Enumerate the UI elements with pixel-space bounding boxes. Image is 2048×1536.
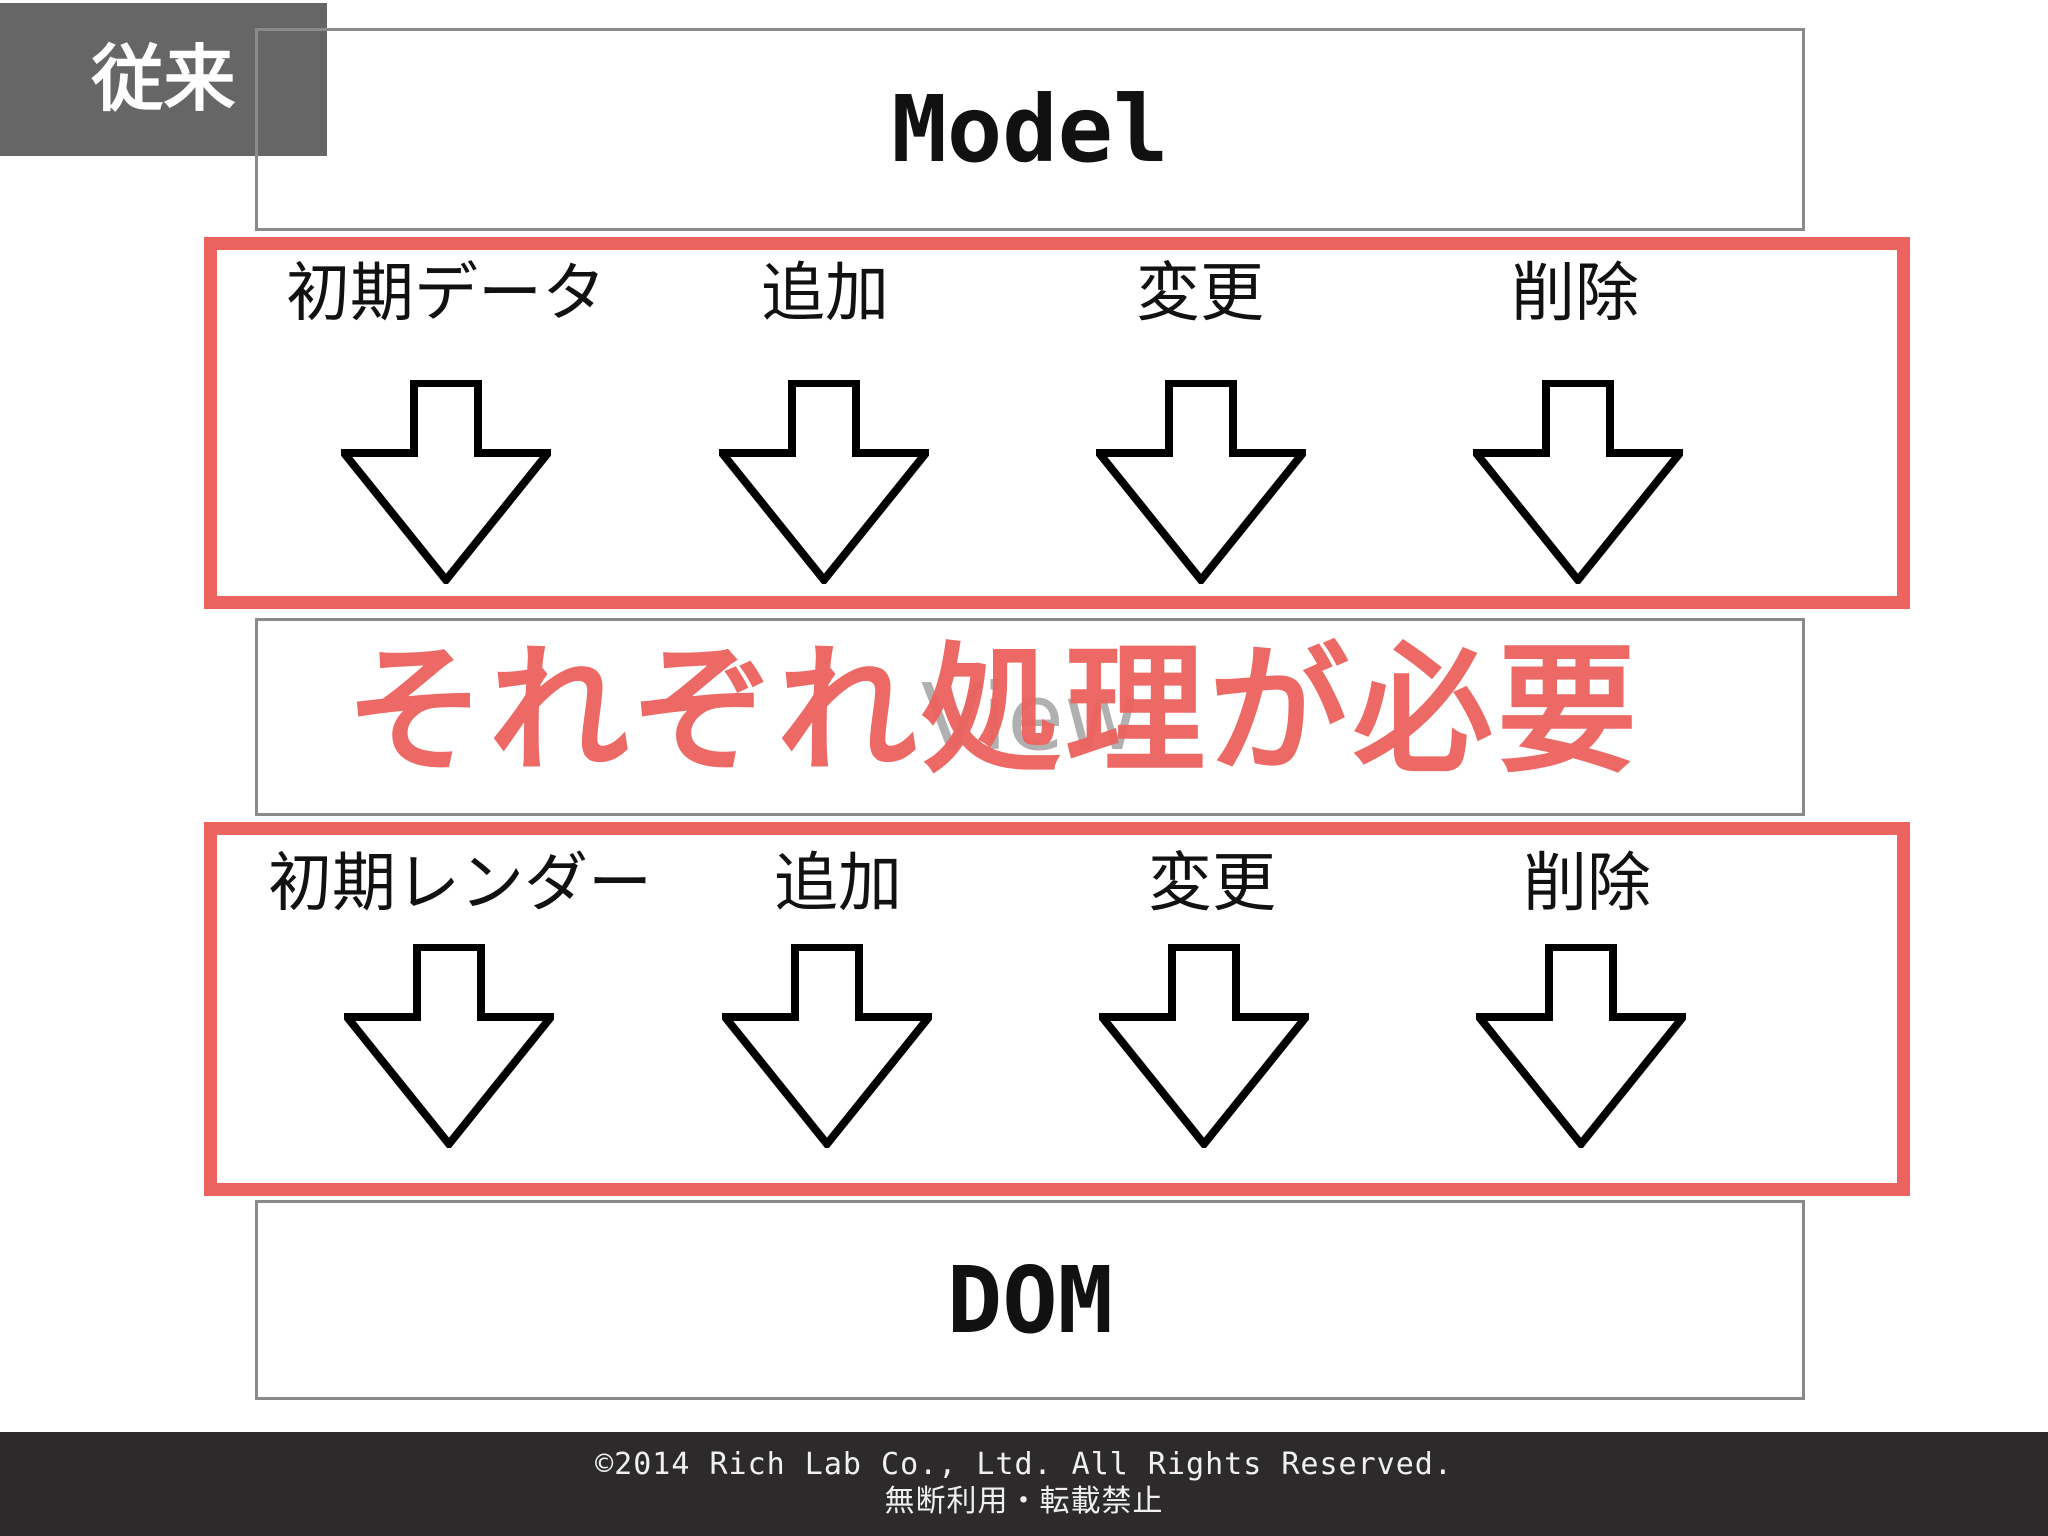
op-label-add-top: 追加 bbox=[761, 257, 889, 331]
op-label-add-bottom: 追加 bbox=[774, 847, 902, 921]
footer-copyright: ©2014 Rich Lab Co., Ltd. All Rights Rese… bbox=[595, 1447, 1453, 1482]
down-arrow-icon bbox=[722, 944, 932, 1148]
down-arrow-icon bbox=[1473, 380, 1683, 584]
op-label-initial-render: 初期レンダー bbox=[268, 847, 652, 921]
op-label-change-bottom: 変更 bbox=[1148, 847, 1276, 921]
down-arrow-icon bbox=[1476, 944, 1686, 1148]
footer-notice: 無断利用・転載禁止 bbox=[884, 1484, 1164, 1519]
view-layer: View bbox=[255, 618, 1805, 816]
down-arrow-icon bbox=[719, 380, 929, 584]
model-to-view-operations-frame bbox=[204, 237, 1910, 609]
down-arrow-icon bbox=[341, 380, 551, 584]
model-layer: Model bbox=[255, 28, 1805, 231]
op-label-delete-top: 削除 bbox=[1511, 257, 1639, 331]
down-arrow-icon bbox=[1096, 380, 1306, 584]
op-label-change-top: 変更 bbox=[1136, 257, 1264, 331]
annotation-each-needs-handling: それぞれ処理が必要 bbox=[345, 630, 1642, 793]
view-to-dom-operations-frame bbox=[204, 822, 1910, 1196]
dom-layer: DOM bbox=[255, 1200, 1805, 1400]
down-arrow-icon bbox=[344, 944, 554, 1148]
op-label-delete-bottom: 削除 bbox=[1523, 847, 1651, 921]
down-arrow-icon bbox=[1099, 944, 1309, 1148]
footer: ©2014 Rich Lab Co., Ltd. All Rights Rese… bbox=[0, 1432, 2048, 1536]
op-label-initial-data: 初期データ bbox=[286, 257, 606, 331]
